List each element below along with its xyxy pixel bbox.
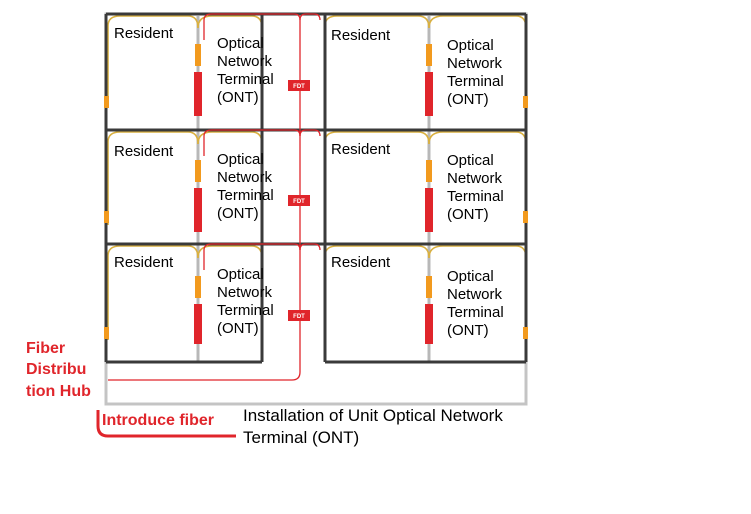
fdt-box: FDT xyxy=(288,195,310,206)
svg-text:Optical: Optical xyxy=(447,37,494,54)
svg-text:(ONT): (ONT) xyxy=(447,206,489,223)
svg-text:Terminal: Terminal xyxy=(217,302,274,319)
ont-device-icon xyxy=(194,160,202,232)
ont-label: Optical Network Terminal (ONT) xyxy=(217,35,274,106)
svg-text:Optical: Optical xyxy=(217,151,264,168)
svg-text:Network: Network xyxy=(217,284,273,301)
fiber-riser xyxy=(108,13,321,381)
ont-device-icon xyxy=(194,44,202,116)
svg-text:Network: Network xyxy=(447,286,503,303)
fiber-hub-label: Fiber Distribu tion Hub xyxy=(26,340,91,400)
svg-text:Network: Network xyxy=(447,55,503,72)
introduce-fiber-bracket xyxy=(96,410,236,438)
svg-text:FDT: FDT xyxy=(293,314,305,320)
svg-text:Optical: Optical xyxy=(217,266,264,283)
introduce-fiber-label: Introduce fiber xyxy=(102,412,214,429)
svg-text:(ONT): (ONT) xyxy=(447,91,489,108)
ont-label: Optical Network Terminal (ONT) xyxy=(447,37,504,108)
svg-text:Terminal (ONT): Terminal (ONT) xyxy=(243,428,359,447)
svg-text:Terminal: Terminal xyxy=(217,187,274,204)
ont-device-icon xyxy=(425,160,433,232)
ont-device-icon xyxy=(425,276,433,344)
ont-label: Optical Network Terminal (ONT) xyxy=(447,268,504,339)
resident-label: Resident xyxy=(114,25,174,42)
svg-text:Terminal: Terminal xyxy=(447,304,504,321)
resident-label: Resident xyxy=(114,143,174,160)
svg-text:Terminal: Terminal xyxy=(447,188,504,205)
resident-label: Resident xyxy=(331,27,391,44)
diagram-caption: Installation of Unit Optical Network Ter… xyxy=(243,406,503,447)
svg-text:Optical: Optical xyxy=(217,35,264,52)
svg-text:FDT: FDT xyxy=(293,84,305,90)
svg-text:Optical: Optical xyxy=(447,152,494,169)
wall-outlets xyxy=(104,96,528,339)
ont-label: Optical Network Terminal (ONT) xyxy=(447,152,504,223)
svg-text:Network: Network xyxy=(447,170,503,187)
unit-walls xyxy=(104,12,528,364)
svg-text:(ONT): (ONT) xyxy=(217,205,259,222)
resident-label: Resident xyxy=(331,141,391,158)
ont-device-icon xyxy=(194,276,202,344)
resident-label: Resident xyxy=(114,254,174,271)
svg-text:(ONT): (ONT) xyxy=(217,320,259,337)
svg-text:(ONT): (ONT) xyxy=(217,89,259,106)
svg-text:(ONT): (ONT) xyxy=(447,322,489,339)
svg-text:Terminal: Terminal xyxy=(217,71,274,88)
svg-text:Fiber: Fiber xyxy=(26,340,65,357)
svg-text:Network: Network xyxy=(217,169,273,186)
svg-text:Terminal: Terminal xyxy=(447,73,504,90)
svg-text:tion Hub: tion Hub xyxy=(26,383,91,400)
resident-label: Resident xyxy=(331,254,391,271)
ont-label: Optical Network Terminal (ONT) xyxy=(217,266,274,337)
svg-text:FDT: FDT xyxy=(293,199,305,205)
svg-text:Installation of Unit Optical N: Installation of Unit Optical Network xyxy=(243,406,503,425)
fdt-box: FDT xyxy=(288,80,310,91)
svg-text:Distribu: Distribu xyxy=(26,361,86,378)
ont-device-icon xyxy=(425,44,433,116)
svg-text:Network: Network xyxy=(217,53,273,70)
fdt-box: FDT xyxy=(288,310,310,321)
ont-devices xyxy=(194,44,433,344)
ont-label: Optical Network Terminal (ONT) xyxy=(217,151,274,222)
svg-text:Optical: Optical xyxy=(447,268,494,285)
